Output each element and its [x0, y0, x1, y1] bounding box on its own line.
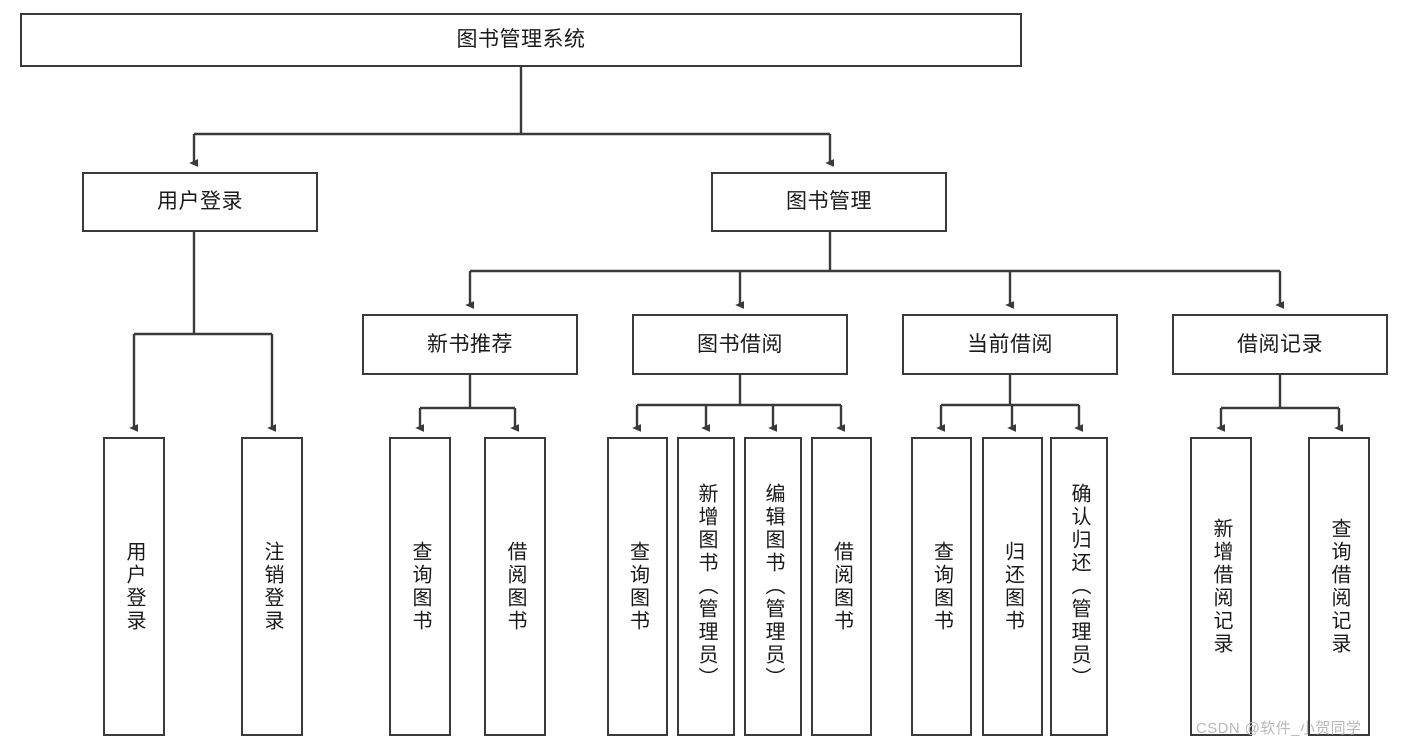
node-user-login-label: 用户登录: [157, 190, 243, 214]
node-leaf-borrow-book-1-label: 借阅图书: [504, 540, 526, 633]
node-current-borrow-label: 当前借阅: [967, 332, 1053, 356]
node-current-borrow[interactable]: 当前借阅: [902, 314, 1118, 375]
node-book-manage-label: 图书管理: [786, 190, 872, 214]
node-leaf-return-book-label: 归还图书: [1001, 540, 1024, 633]
node-book-manage[interactable]: 图书管理: [711, 172, 947, 232]
node-new-book-rec[interactable]: 新书推荐: [362, 314, 578, 375]
node-leaf-confirm-return[interactable]: 确认归还（管理员）: [1050, 437, 1108, 736]
node-leaf-query-book-2-label: 查询图书: [626, 540, 649, 633]
node-borrow-record-label: 借阅记录: [1237, 332, 1323, 356]
node-user-login[interactable]: 用户登录: [82, 172, 318, 232]
node-leaf-query-book-1[interactable]: 查询图书: [389, 437, 451, 736]
node-leaf-query-book-3-label: 查询图书: [930, 540, 953, 633]
node-leaf-edit-book-label: 编辑图书（管理员）: [762, 483, 784, 690]
node-leaf-user-logout-label: 注销登录: [261, 540, 283, 633]
node-leaf-query-record-label: 查询借阅记录: [1328, 517, 1350, 656]
node-leaf-query-book-2[interactable]: 查询图书: [607, 437, 668, 736]
node-leaf-user-login-label: 用户登录: [123, 540, 145, 633]
node-leaf-borrow-book-1[interactable]: 借阅图书: [484, 437, 546, 736]
node-leaf-query-record[interactable]: 查询借阅记录: [1308, 437, 1370, 736]
node-leaf-add-record[interactable]: 新增借阅记录: [1190, 437, 1252, 736]
node-leaf-user-login[interactable]: 用户登录: [103, 437, 165, 736]
node-root[interactable]: 图书管理系统: [20, 13, 1022, 67]
csdn-watermark: CSDN @软件_小贺同学: [1196, 720, 1362, 737]
node-leaf-add-record-label: 新增借阅记录: [1210, 517, 1232, 656]
node-book-borrow-label: 图书借阅: [697, 332, 783, 356]
node-leaf-confirm-return-label: 确认归还（管理员）: [1068, 483, 1090, 690]
node-root-label: 图书管理系统: [456, 28, 586, 52]
node-borrow-record[interactable]: 借阅记录: [1172, 314, 1388, 375]
node-leaf-add-book[interactable]: 新增图书（管理员）: [677, 437, 735, 736]
node-leaf-edit-book[interactable]: 编辑图书（管理员）: [744, 437, 802, 736]
node-leaf-borrow-book-2-label: 借阅图书: [830, 540, 853, 633]
node-leaf-add-book-label: 新增图书（管理员）: [695, 483, 717, 690]
node-book-borrow[interactable]: 图书借阅: [632, 314, 848, 375]
node-leaf-query-book-3[interactable]: 查询图书: [911, 437, 972, 736]
node-new-book-rec-label: 新书推荐: [427, 332, 513, 356]
node-leaf-query-book-1-label: 查询图书: [409, 540, 431, 633]
node-leaf-borrow-book-2[interactable]: 借阅图书: [811, 437, 872, 736]
node-leaf-user-logout[interactable]: 注销登录: [241, 437, 303, 736]
node-leaf-return-book[interactable]: 归还图书: [982, 437, 1043, 736]
